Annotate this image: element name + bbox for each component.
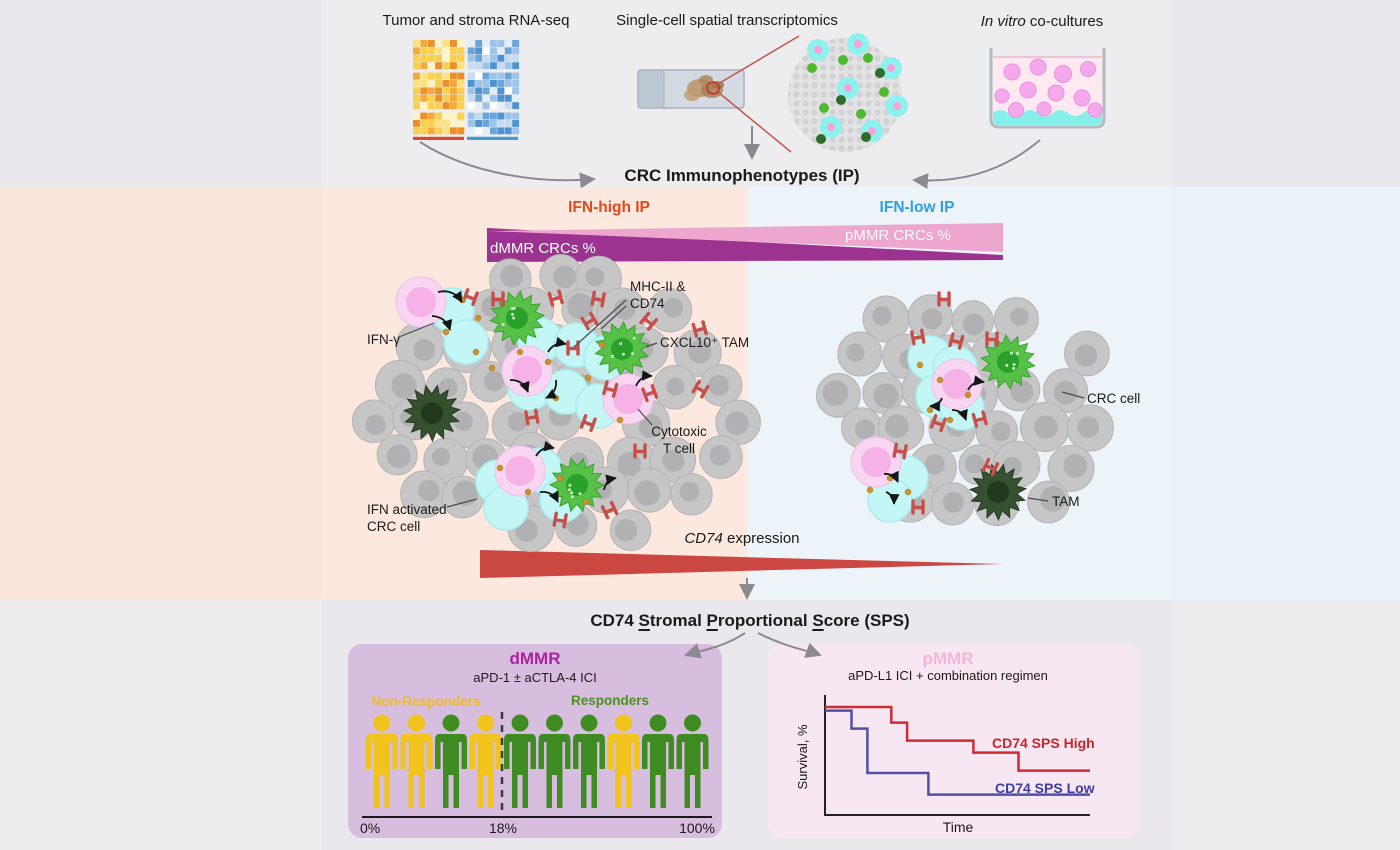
sps-title-segment: core (SPS) <box>823 611 910 630</box>
spatial-title: Single-cell spatial transcriptomics <box>616 12 838 29</box>
sps-title-segment: P <box>706 611 718 630</box>
pmmr-panel-subtitle: aPD-L1 ICI + combination regimen <box>848 668 1048 683</box>
km-high-label: CD74 SPS High <box>992 735 1095 751</box>
cd74-expression-label: CD74 expression <box>684 530 799 549</box>
survival-xlabel: Time <box>942 819 974 835</box>
coculture-title-italic: In vitro <box>980 13 1026 30</box>
cd74-italic: CD74 <box>684 530 723 547</box>
cytotoxic-line2: T cell <box>662 440 695 456</box>
coculture-title: In vitro co-cultures <box>981 13 1104 32</box>
ifn-high-label: IFN-high IP <box>568 199 650 216</box>
cytotoxic-line1: Cytotoxic <box>651 424 707 439</box>
cytotoxic-tcell-label: Cytotoxic T cell <box>651 424 707 458</box>
ifn-low-label: IFN-low IP <box>879 199 955 216</box>
tam-label: TAM <box>1052 494 1080 509</box>
nonresponders-label: Non-Responders <box>371 694 481 709</box>
mhc-cd74-label: MHC-II & CD74 <box>630 279 686 313</box>
sps-title-segment: S <box>638 611 650 630</box>
coculture-title-rest: co-cultures <box>1025 13 1104 30</box>
axis-tick-100: 100% <box>679 820 715 836</box>
pmmr-wedge-label: pMMR CRCs % <box>845 227 951 244</box>
survival-ylabel: Survival, % <box>794 724 810 790</box>
responders-label: Responders <box>570 693 650 708</box>
sps-title-segment: roportional <box>717 611 813 630</box>
sps-title-segment: S <box>812 611 824 630</box>
mhc-cd74-line2: CD74 <box>630 295 665 311</box>
crc-cell-label: CRC cell <box>1087 391 1141 406</box>
sps-title: CD74 Stromal Proportional Score (SPS) <box>590 610 909 631</box>
pmmr-panel-title: pMMR <box>922 649 974 668</box>
axis-tick-18: 18% <box>488 820 518 836</box>
cd74-rest: expression <box>722 530 800 547</box>
km-low-label: CD74 SPS Low <box>995 780 1095 796</box>
ifn-activated-line2: CRC cell <box>367 518 421 534</box>
rnaseq-title: Tumor and stroma RNA-seq <box>382 12 570 29</box>
ifn-activated-crc-label: IFN activated CRC cell <box>367 502 447 536</box>
mhc-cd74-line1: MHC-II & <box>630 279 686 294</box>
dmmr-panel-title: dMMR <box>509 649 561 668</box>
ifn-activated-line1: IFN activated <box>367 502 447 517</box>
sps-title-segment: tromal <box>649 611 707 630</box>
axis-tick-0: 0% <box>360 820 381 836</box>
dmmr-wedge-label: dMMR CRCs % <box>490 240 596 257</box>
dmmr-panel-subtitle: aPD-1 ± aCTLA-4 ICI <box>473 670 597 685</box>
ifn-gamma-label: IFN-γ <box>367 332 400 347</box>
sps-title-segment: CD74 <box>590 611 639 630</box>
cxcl10-tam-label: CXCL10⁺ TAM <box>660 335 750 350</box>
crc-immunophenotypes-title: CRC Immunophenotypes (IP) <box>624 166 860 185</box>
